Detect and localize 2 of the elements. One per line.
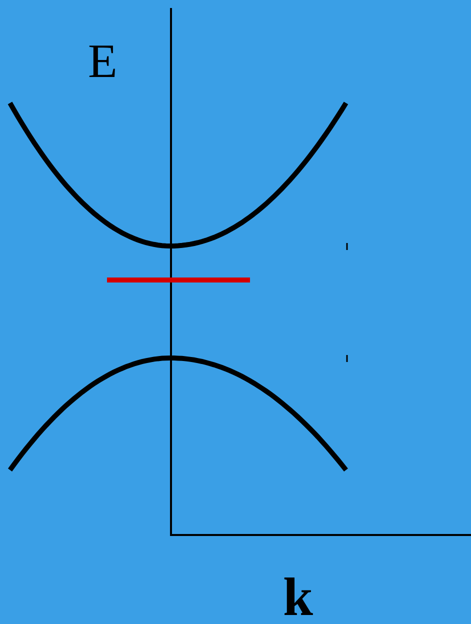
axis-label: k [283,570,314,624]
axis-label: E [88,38,118,86]
